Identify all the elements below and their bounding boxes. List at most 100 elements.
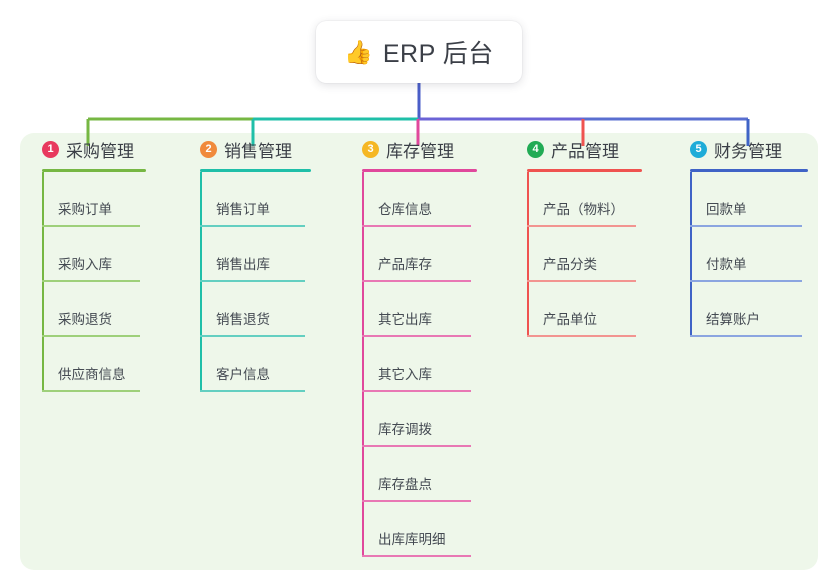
- leaf-item-rule: [200, 280, 305, 282]
- leaf-item-rule: [527, 280, 636, 282]
- leaf-item[interactable]: 出库库明细: [362, 502, 477, 557]
- branch-title: 采购管理: [66, 141, 134, 161]
- branch-index-badge: 1: [42, 140, 59, 158]
- leaf-item-label: 产品库存: [378, 257, 432, 272]
- leaf-item-label: 出库库明细: [378, 532, 446, 547]
- leaf-item-rule: [200, 225, 305, 227]
- leaf-item[interactable]: 采购订单: [42, 172, 146, 227]
- leaf-item[interactable]: 采购入库: [42, 227, 146, 282]
- thumbs-up-icon: 👍: [344, 38, 373, 65]
- branch-spine: [200, 172, 202, 392]
- leaf-item[interactable]: 客户信息: [200, 337, 311, 392]
- leaf-item-label: 库存盘点: [378, 477, 432, 492]
- leaf-item-label: 其它出库: [378, 312, 432, 327]
- leaf-item-rule: [690, 335, 802, 337]
- branch-index-badge: 5: [690, 140, 707, 158]
- leaf-item-rule: [200, 390, 305, 392]
- branch-header-rule: [200, 169, 311, 172]
- leaf-item-rule: [362, 335, 471, 337]
- branch-header-rule: [42, 169, 146, 172]
- root-node-erp-backend[interactable]: 👍 ERP 后台: [316, 21, 522, 83]
- leaf-item-label: 产品分类: [543, 257, 597, 272]
- leaf-item[interactable]: 产品单位: [527, 282, 642, 337]
- leaf-item[interactable]: 库存调拨: [362, 392, 477, 447]
- branch-spine: [362, 172, 364, 557]
- branch-spine: [42, 172, 44, 392]
- leaf-item[interactable]: 库存盘点: [362, 447, 477, 502]
- branch-title: 库存管理: [386, 141, 454, 161]
- branch-title: 财务管理: [714, 141, 782, 161]
- leaf-item-rule: [362, 225, 471, 227]
- branch-index-badge: 2: [200, 140, 217, 158]
- leaf-item-label: 其它入库: [378, 367, 432, 382]
- branch-title: 产品管理: [551, 141, 619, 161]
- branch-leaf-list: 仓库信息产品库存其它出库其它入库库存调拨库存盘点出库库明细: [362, 172, 477, 557]
- leaf-item[interactable]: 销售订单: [200, 172, 311, 227]
- leaf-item-label: 销售出库: [216, 257, 270, 272]
- leaf-item[interactable]: 采购退货: [42, 282, 146, 337]
- leaf-item-label: 采购入库: [58, 257, 112, 272]
- leaf-item[interactable]: 付款单: [690, 227, 808, 282]
- branch-column-5[interactable]: 5 财务管理回款单付款单结算账户: [690, 133, 808, 337]
- leaf-item-label: 采购订单: [58, 202, 112, 217]
- branch-header-4[interactable]: 4 产品管理: [527, 133, 642, 165]
- leaf-item-label: 产品（物料）: [543, 202, 624, 217]
- leaf-item[interactable]: 仓库信息: [362, 172, 477, 227]
- leaf-item-label: 付款单: [706, 257, 747, 272]
- leaf-item[interactable]: 销售出库: [200, 227, 311, 282]
- leaf-item[interactable]: 供应商信息: [42, 337, 146, 392]
- branch-spine: [690, 172, 692, 337]
- branch-index-badge: 4: [527, 140, 544, 158]
- branch-header-3[interactable]: 3 库存管理: [362, 133, 477, 165]
- leaf-item-label: 采购退货: [58, 312, 112, 327]
- leaf-item-rule: [362, 390, 471, 392]
- leaf-item-rule: [200, 335, 305, 337]
- leaf-item-label: 销售退货: [216, 312, 270, 327]
- branch-header-rule: [690, 169, 808, 172]
- leaf-item-label: 库存调拨: [378, 422, 432, 437]
- leaf-item-rule: [527, 225, 636, 227]
- leaf-item-label: 仓库信息: [378, 202, 432, 217]
- leaf-item[interactable]: 其它入库: [362, 337, 477, 392]
- branch-spine: [527, 172, 529, 337]
- root-node-label: ERP 后台: [382, 40, 494, 68]
- leaf-item[interactable]: 产品（物料）: [527, 172, 642, 227]
- branch-column-3[interactable]: 3 库存管理仓库信息产品库存其它出库其它入库库存调拨库存盘点出库库明细: [362, 133, 477, 557]
- leaf-item-rule: [690, 225, 802, 227]
- branch-header-rule: [527, 169, 642, 172]
- leaf-item[interactable]: 回款单: [690, 172, 808, 227]
- leaf-item-label: 销售订单: [216, 202, 270, 217]
- branch-header-5[interactable]: 5 财务管理: [690, 133, 808, 165]
- leaf-item-label: 结算账户: [706, 312, 760, 327]
- leaf-item-label: 供应商信息: [58, 367, 126, 382]
- leaf-item[interactable]: 结算账户: [690, 282, 808, 337]
- branch-header-rule: [362, 169, 477, 172]
- leaf-item-label: 客户信息: [216, 367, 270, 382]
- branch-column-4[interactable]: 4 产品管理产品（物料） 产品分类产品单位: [527, 133, 642, 337]
- leaf-item-rule: [527, 335, 636, 337]
- leaf-item[interactable]: 其它出库: [362, 282, 477, 337]
- leaf-item-rule: [42, 390, 140, 392]
- branch-leaf-list: 销售订单销售出库销售退货客户信息: [200, 172, 311, 392]
- branch-header-1[interactable]: 1 采购管理: [42, 133, 146, 165]
- branch-column-1[interactable]: 1 采购管理采购订单采购入库采购退货供应商信息: [42, 133, 146, 392]
- leaf-item-label: 回款单: [706, 202, 747, 217]
- leaf-item-rule: [362, 445, 471, 447]
- leaf-item-rule: [42, 280, 140, 282]
- diagram-background-panel: [20, 133, 818, 570]
- leaf-item-rule: [42, 225, 140, 227]
- leaf-item[interactable]: 产品分类: [527, 227, 642, 282]
- leaf-item-rule: [362, 280, 471, 282]
- leaf-item[interactable]: 销售退货: [200, 282, 311, 337]
- leaf-item-rule: [690, 280, 802, 282]
- branch-index-badge: 3: [362, 140, 379, 158]
- leaf-item-label: 产品单位: [543, 312, 597, 327]
- branch-leaf-list: 回款单付款单结算账户: [690, 172, 808, 337]
- branch-leaf-list: 产品（物料） 产品分类产品单位: [527, 172, 642, 337]
- branch-leaf-list: 采购订单采购入库采购退货供应商信息: [42, 172, 146, 392]
- leaf-item[interactable]: 产品库存: [362, 227, 477, 282]
